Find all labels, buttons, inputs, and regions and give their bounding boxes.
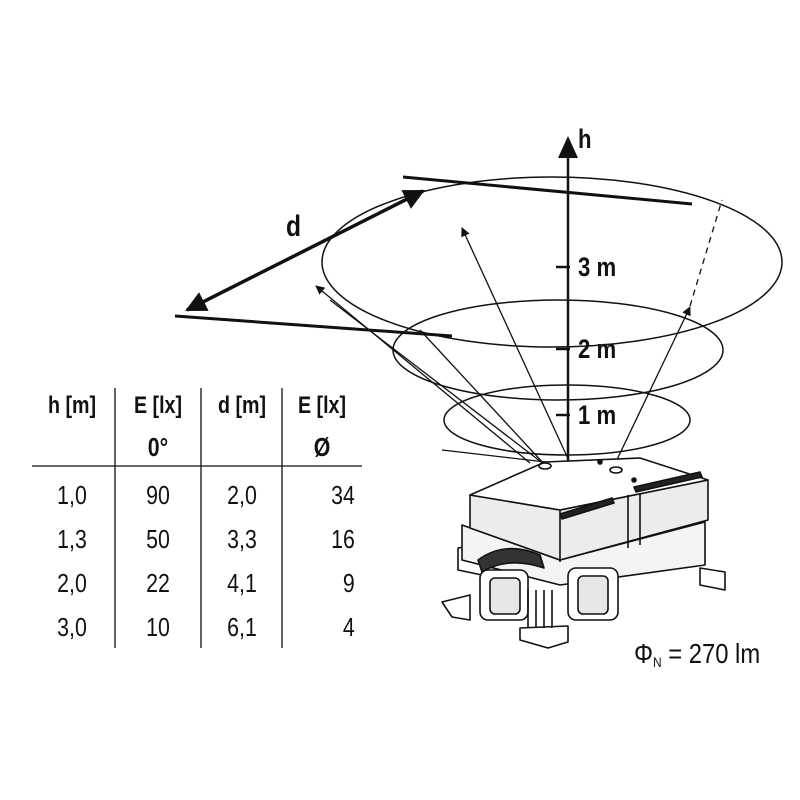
beam-ellipse-3m (321, 176, 783, 348)
height-axis-label: h (578, 124, 592, 154)
table-cell: 1,3 (57, 524, 87, 554)
table-header-diameter: d [m] (217, 392, 267, 419)
table-header-illuminance-avg: E [lx] (297, 392, 347, 419)
table-cell: 10 (146, 612, 170, 642)
distance-label: d (286, 210, 302, 243)
table-subheader-center: 0° (147, 432, 169, 462)
flux-symbol: Φ (634, 638, 653, 669)
distance-arrow (185, 189, 425, 312)
height-axis-arrowhead (558, 136, 578, 158)
flux-subscript: N (652, 654, 662, 670)
flux-value: = 270 lm (668, 638, 761, 669)
table-header-height: h [m] (47, 392, 97, 419)
table-cell: 9 (342, 568, 355, 598)
table-cell: 6,1 (227, 612, 257, 642)
table-cell: 16 (331, 524, 355, 554)
table-subheader-average: Ø (313, 432, 331, 462)
height-mark-2m: 2 m (578, 334, 617, 364)
table-cell: 4,1 (227, 568, 257, 598)
table-cell: 2,0 (227, 480, 257, 510)
table-cell: 34 (331, 480, 355, 510)
distance-dimension (174, 175, 693, 338)
table-cell: 90 (146, 480, 170, 510)
beam-cone-lines (315, 199, 723, 471)
table-cell: 3,0 (57, 612, 87, 642)
table-cell: 2,0 (57, 568, 87, 598)
height-axis (556, 136, 578, 468)
table-header-illuminance-center: E [lx] (133, 392, 183, 419)
table-cell: 1,0 (57, 480, 87, 510)
luminous-flux-label: ΦN = 270 lm (634, 638, 760, 670)
height-mark-3m: 3 m (578, 252, 617, 282)
table-cell: 4 (342, 612, 355, 642)
table-cell: 3,3 (227, 524, 257, 554)
table-cell: 50 (146, 524, 170, 554)
luminaire-device (441, 457, 726, 649)
beam-ellipses (321, 176, 783, 456)
table-grid-lines (32, 388, 362, 648)
table-cell: 22 (146, 568, 170, 598)
height-mark-1m: 1 m (578, 400, 617, 430)
